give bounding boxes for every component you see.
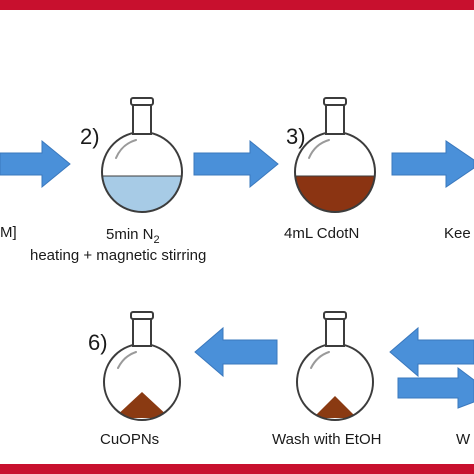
round-bottom-flask-icon	[101, 97, 183, 213]
step4-partial-label: Kee	[444, 225, 471, 242]
arrow-right-icon	[193, 139, 279, 189]
step5-label: Wash with EtOH	[272, 431, 382, 448]
frame-bottom-border	[0, 464, 474, 474]
step6-label: CuOPNs	[100, 431, 160, 448]
step2-label-line1: 5min N2	[106, 227, 160, 246]
step2-label-subscript: 2	[153, 234, 160, 246]
arrow-left-icon	[194, 326, 278, 378]
step1-partial-label: M]	[0, 224, 17, 241]
step3-label: 4mL CdotN	[284, 225, 360, 242]
round-bottom-flask-icon	[296, 311, 374, 421]
arrow-right-icon	[0, 139, 71, 189]
row2-partial-label: W	[456, 431, 471, 448]
round-bottom-flask-icon	[294, 97, 376, 213]
step3-number: 3)	[286, 124, 306, 149]
arrow-right-icon	[391, 140, 474, 188]
step6-number: 6)	[88, 330, 108, 355]
frame-top-border	[0, 0, 474, 10]
step2-number: 2)	[80, 124, 100, 149]
arrow-right-icon	[397, 367, 474, 409]
step2-label-main: 5min N	[106, 226, 154, 243]
round-bottom-flask-icon	[103, 311, 181, 421]
step2-label-line2: heating + magnetic stirring	[30, 247, 207, 264]
arrow-left-icon	[389, 326, 474, 378]
